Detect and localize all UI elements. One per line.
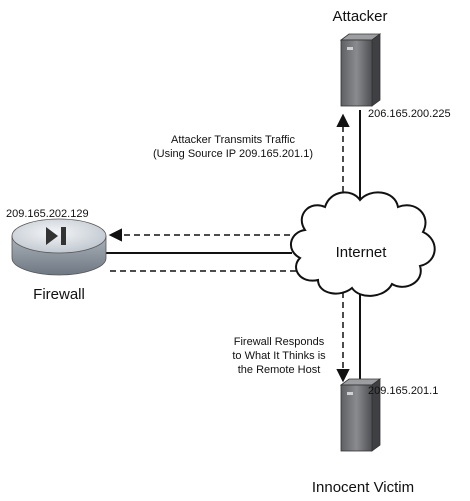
firewall-response-note-line1: Firewall Responds [233,336,325,348]
firewall-icon [11,218,107,276]
firewall-label: Firewall [33,286,85,303]
attacker-ip: 206.165.200.225 [368,108,451,120]
internet-label: Internet [335,244,387,261]
victim-ip: 209.165.201.1 [368,385,439,397]
firewall-response-note-line3: the Remote Host [237,364,321,376]
attacker-label: Attacker [332,8,388,25]
victim-label: Innocent Victim [311,479,415,496]
attacker-traffic-note-line1: Attacker Transmits Traffic [171,134,295,146]
attacker-traffic-note-line2: (Using Source IP 209.165.201.1) [152,148,314,160]
firewall-response-note-line2: to What It Thinks is [232,350,326,362]
firewall-ip: 209.165.202.129 [6,208,89,220]
internet-cloud-icon [290,191,436,297]
victim-server-icon [339,378,382,452]
attacker-server-icon [339,33,382,107]
